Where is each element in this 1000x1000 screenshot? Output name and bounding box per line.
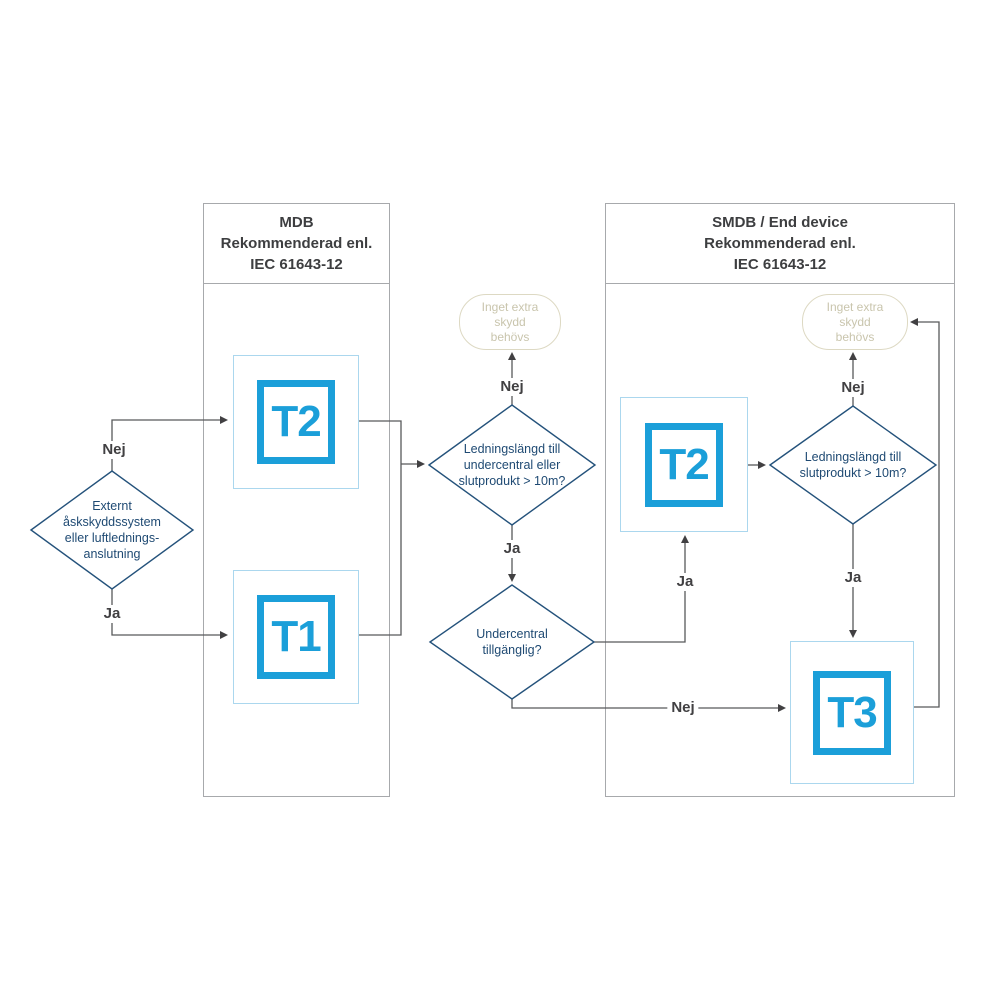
decision-external-diamond (29, 470, 195, 590)
panel-mdb: MDB Rekommenderad enl. IEC 61643-12 (203, 203, 390, 797)
t2-box-smdb-label: T2 (659, 439, 709, 489)
decision-external-line3: eller luftlednings- (64, 531, 160, 545)
label-ja-external: Ja (99, 605, 125, 623)
decision-length-mid-diamond (427, 404, 597, 526)
t3-box-inner: T3 (813, 670, 891, 755)
t2-box-smdb: T2 (620, 397, 748, 532)
panel-mdb-title-line2: Rekommenderad enl. (220, 235, 373, 252)
decision-length-right-line2: slutprodukt > 10m? (799, 466, 907, 480)
pill-mid-line1: Inget extra (481, 299, 539, 314)
decision-undercentral-line1: Undercentral (476, 627, 548, 641)
decision-undercentral-line2: tillgänglig? (482, 643, 542, 657)
wire-nej-to-t3 (511, 699, 786, 712)
label-ja-undercentral: Ja (672, 573, 698, 591)
pill-right-line3: behövs (835, 329, 875, 344)
t2-box-mdb-inner: T2 (257, 380, 335, 464)
decision-undercentral-text: Undercentral tillgänglig? (476, 626, 548, 658)
wire-t3-loop-to-pill-right (910, 318, 940, 708)
label-nej-external: Nej (98, 441, 130, 459)
wire-ja-to-t1-left (111, 589, 228, 639)
pill-no-extra-protection-mid: Inget extra skydd behövs (459, 294, 561, 350)
pill-right-line2: skydd (839, 314, 871, 329)
t1-box-mdb: T1 (233, 570, 359, 704)
t2-box-mdb: T2 (233, 355, 359, 489)
wire-ja-to-t2-right (594, 535, 689, 643)
panel-smdb-title-line3: IEC 61643-12 (733, 256, 827, 273)
t3-box: T3 (790, 641, 914, 784)
t2-box-smdb-inner: T2 (645, 422, 723, 507)
pill-mid-line2: skydd (494, 314, 526, 329)
label-ja-length-right: Ja (840, 569, 866, 587)
decision-external-line4: anslutning (83, 547, 141, 561)
panel-mdb-title-line3: IEC 61643-12 (250, 256, 343, 273)
t1-box-mdb-inner: T1 (257, 595, 335, 679)
pill-right-line1: Inget extra (826, 299, 884, 314)
panel-smdb-title-line1: SMDB / End device (712, 214, 848, 231)
t3-box-label: T3 (827, 687, 877, 737)
panel-mdb-title-line1: MDB (279, 214, 314, 231)
decision-length-mid-line3: slutprodukt > 10m? (458, 474, 566, 488)
panel-smdb-header: SMDB / End device Rekommenderad enl. IEC… (606, 204, 954, 284)
t1-box-mdb-label: T1 (271, 612, 321, 661)
wire-t2-t1-bus (359, 420, 402, 636)
decision-external-line1: Externt (92, 499, 132, 513)
label-nej-length-mid: Nej (496, 378, 528, 396)
label-nej-length-right: Nej (837, 379, 869, 397)
decision-length-mid-line1: Ledningslängd till (463, 442, 561, 456)
panel-mdb-header: MDB Rekommenderad enl. IEC 61643-12 (204, 204, 389, 284)
label-nej-undercentral: Nej (667, 699, 699, 717)
decision-length-right-line1: Ledningslängd till (804, 450, 902, 464)
decision-length-mid-line2: undercentral eller (463, 458, 561, 472)
panel-smdb: SMDB / End device Rekommenderad enl. IEC… (605, 203, 955, 797)
decision-length-mid-text: Ledningslängd till undercentral eller sl… (459, 441, 566, 489)
decision-undercentral-diamond (428, 584, 596, 700)
decision-external-text: Externt åskskyddssystem eller luftlednin… (63, 498, 161, 562)
pill-no-extra-protection-right: Inget extra skydd behövs (802, 294, 908, 350)
decision-length-right-text: Ledningslängd till slutprodukt > 10m? (800, 449, 907, 481)
pill-mid-line3: behövs (490, 329, 530, 344)
decision-length-right-diamond (768, 405, 938, 525)
panel-smdb-title-line2: Rekommenderad enl. (704, 235, 856, 252)
decision-external-line2: åskskyddssystem (63, 515, 161, 529)
label-ja-length-mid: Ja (499, 540, 525, 558)
t2-box-mdb-label: T2 (271, 397, 321, 446)
